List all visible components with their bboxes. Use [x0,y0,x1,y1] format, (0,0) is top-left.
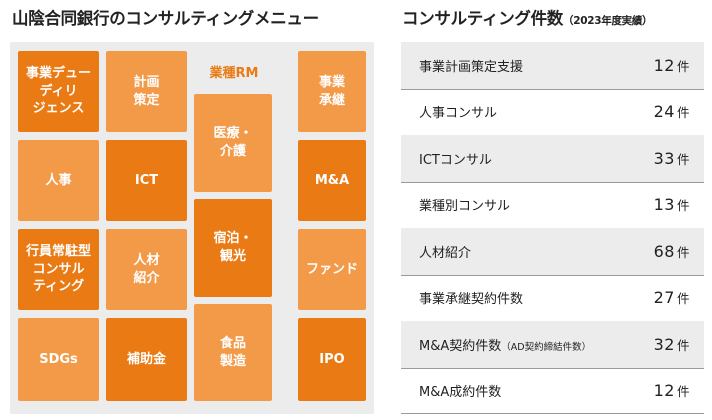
tile-due-diligence: 事業デュー ディリ ジェンス [18,51,99,132]
count-unit: 件 [676,384,690,400]
count-unit: 件 [676,291,690,307]
count-title: コンサルティング件数（2023年度実績） [402,5,653,29]
count-number: 32 [653,334,675,354]
count-unit: 件 [676,198,690,214]
count-unit: 件 [676,244,690,260]
tile-ma: M&A [298,140,366,221]
count-label-note: （AD契約締結件数） [501,341,592,353]
count-number: 12 [653,381,675,401]
row-divider [401,367,704,369]
count-unit: 件 [676,151,690,167]
row-divider [401,274,704,276]
count-label: 業種別コンサル [419,199,511,215]
tile-resident-consulting: 行員常駐型 コンサル ティング [18,229,99,310]
count-title-note: （2023年度実績） [563,15,653,27]
count-label: 事業承継契約件数 [419,292,524,308]
count-number: 27 [653,288,675,308]
count-label: 人事コンサル [419,106,498,122]
count-unit: 件 [676,105,690,121]
tile-food-manufacturing: 食品 製造 [194,304,272,401]
tile-fund: ファンド [298,229,366,310]
count-number: 12 [653,55,675,75]
tile-ipo: IPO [298,318,366,401]
tile-subsidy: 補助金 [106,318,187,401]
tile-planning: 計画 策定 [106,51,187,132]
industry-rm-label: 業種RM [209,66,259,81]
count-number: 24 [653,102,675,122]
tile-hr: 人事 [18,140,99,221]
count-label: M&A契約件数（AD契約締結件数） [419,335,591,354]
count-unit: 件 [676,337,690,353]
count-label: M&A成約件数 [419,385,502,401]
tile-ict: ICT [106,140,187,221]
row-divider [401,413,704,414]
menu-title: 山陰合同銀行のコンサルティングメニュー [12,9,319,28]
count-title-text: コンサルティング件数 [402,9,564,28]
count-number: 13 [653,195,675,215]
tile-sdgs: SDGs [18,318,99,401]
count-label: 人材紹介 [419,245,472,261]
count-label: 事業計画策定支援 [419,59,524,75]
count-label-text: M&A契約件数 [419,338,502,354]
tile-business-succession: 事業 承継 [298,51,366,132]
tile-staffing: 人材 紹介 [106,229,187,310]
count-unit: 件 [676,58,690,74]
row-divider [401,88,704,90]
count-number: 68 [653,241,675,261]
tile-hospitality-tourism: 宿泊・ 観光 [194,199,272,297]
row-divider [401,181,704,183]
count-label: ICTコンサル [419,152,492,168]
tile-medical-care: 医療・ 介護 [194,94,272,192]
count-number: 33 [653,148,675,168]
